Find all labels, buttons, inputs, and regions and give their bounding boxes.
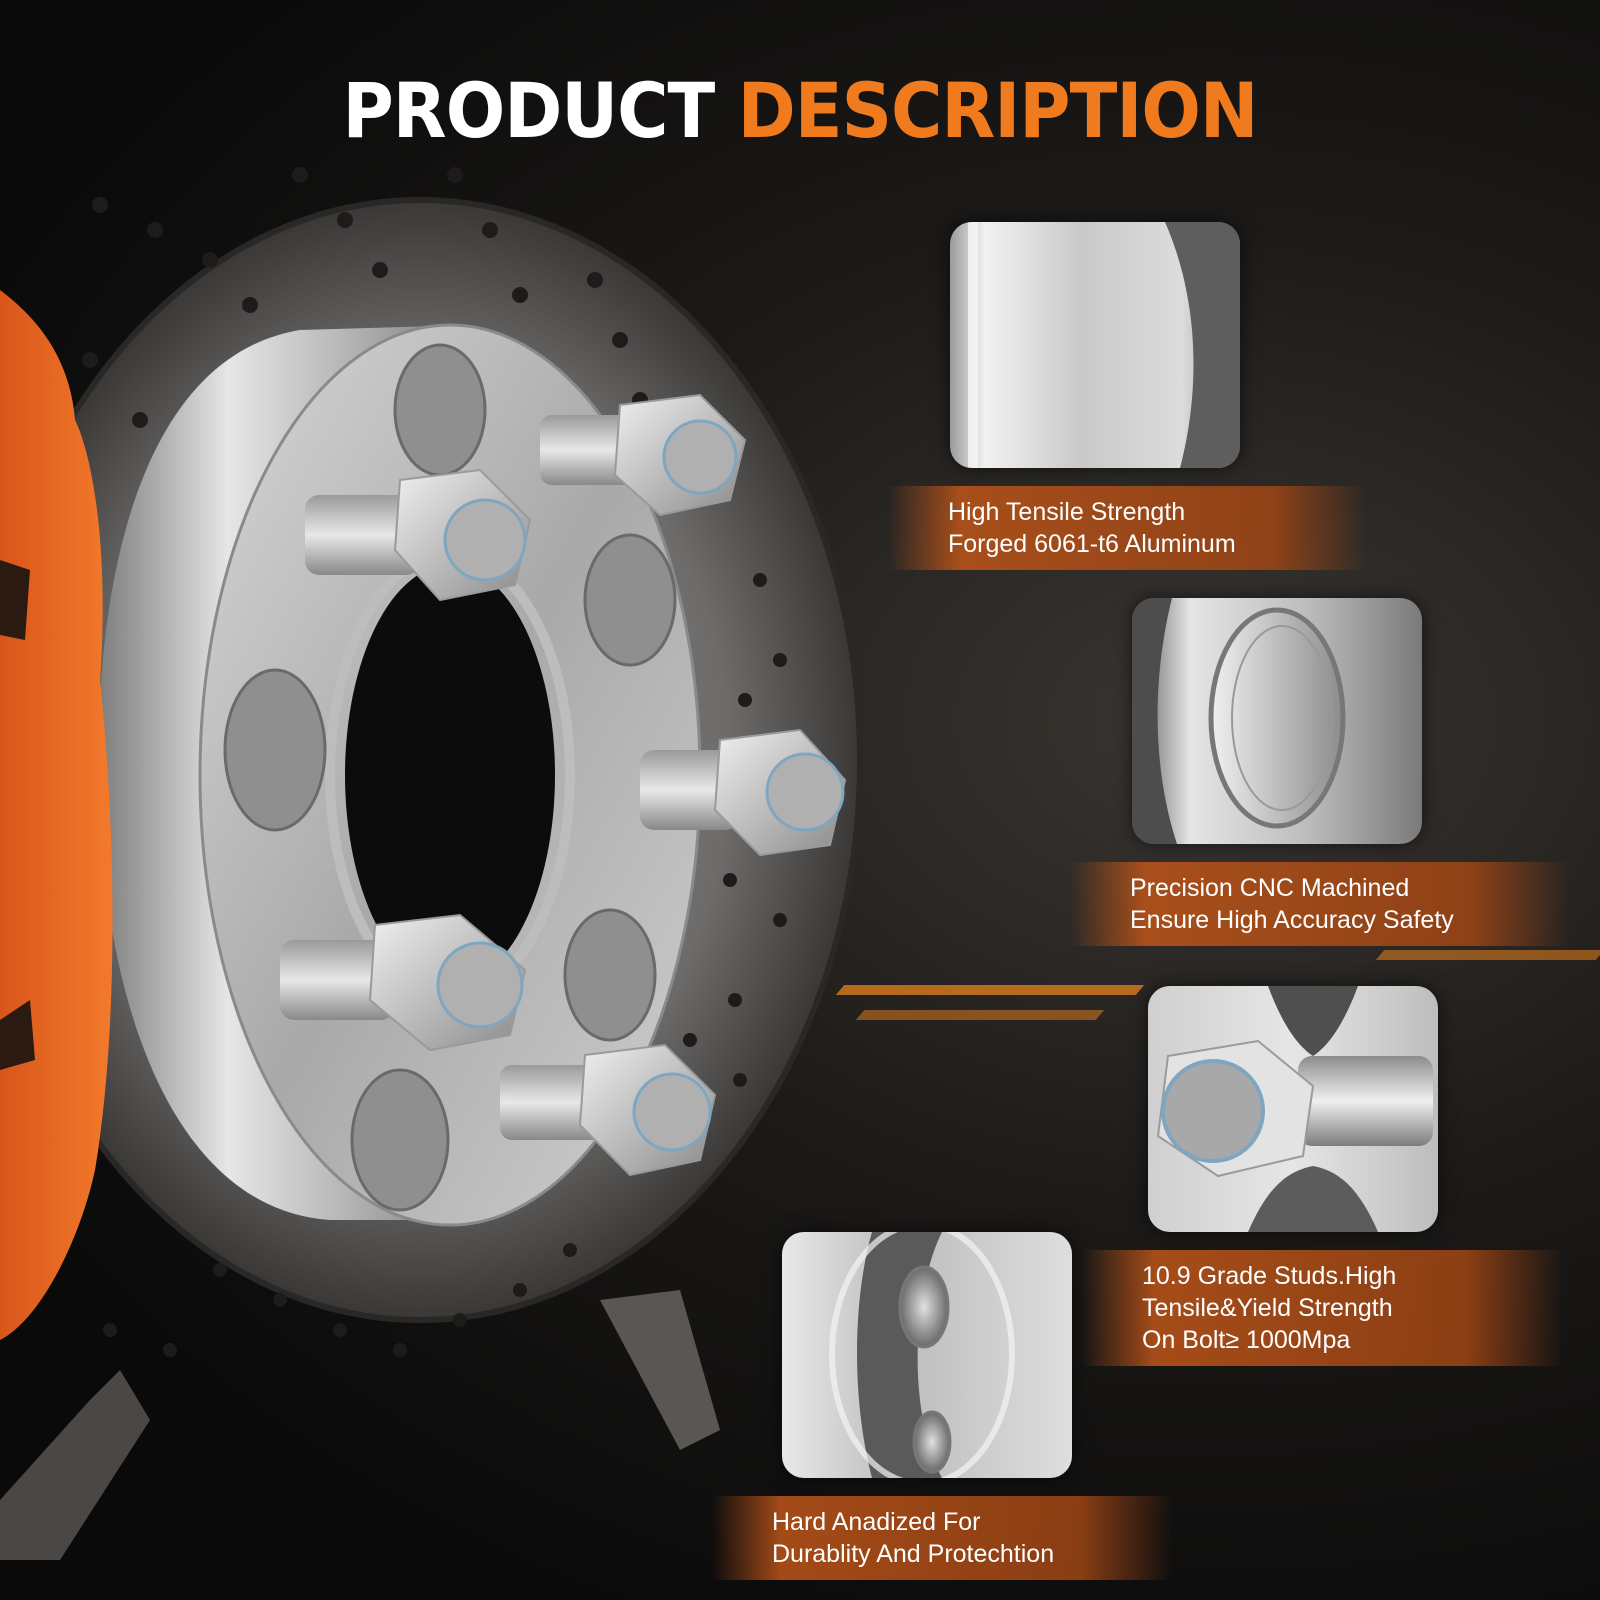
feature-caption-anodized: Hard Anadized For Durablity And Protecht… [712, 1496, 1172, 1580]
stud-nut-closeup-icon [1148, 986, 1438, 1232]
feature-text-line: 10.9 Grade Studs.High [1142, 1262, 1397, 1290]
floor-light-stripe [1375, 950, 1600, 960]
feature-caption-cnc: Precision CNC Machined Ensure High Accur… [1070, 862, 1570, 946]
title-word-description: DESCRIPTION [737, 66, 1259, 156]
feature-text-line: Ensure High Accuracy Safety [1130, 906, 1454, 934]
feature-image-cnc [1132, 598, 1422, 844]
aluminum-edge-closeup-icon [950, 222, 1240, 468]
feature-text-line: Durablity And Protechtion [772, 1540, 1055, 1568]
cnc-bore-closeup-icon [1132, 598, 1422, 844]
wheel-spacer-hero-image [0, 167, 863, 1560]
feature-image-anodized [782, 1232, 1072, 1478]
page-title: PRODUCT DESCRIPTION [0, 67, 1600, 156]
anodized-face-closeup-icon [782, 1232, 1072, 1478]
title-word-product: PRODUCT [342, 66, 715, 156]
feature-text-line: Hard Anadized For [772, 1508, 981, 1536]
feature-text-line: Tensile&Yield Strength [1142, 1294, 1393, 1322]
feature-text-line: Forged 6061-t6 Aluminum [948, 530, 1236, 558]
feature-image-aluminum [950, 222, 1240, 468]
feature-image-studs [1148, 986, 1438, 1232]
feature-text-line: Precision CNC Machined [1130, 874, 1410, 902]
feature-caption-aluminum: High Tensile Strength Forged 6061-t6 Alu… [888, 486, 1368, 570]
feature-caption-studs: 10.9 Grade Studs.High Tensile&Yield Stre… [1082, 1250, 1562, 1366]
feature-text-line: On Bolt≥ 1000Mpa [1142, 1326, 1351, 1354]
feature-text-line: High Tensile Strength [948, 498, 1186, 526]
